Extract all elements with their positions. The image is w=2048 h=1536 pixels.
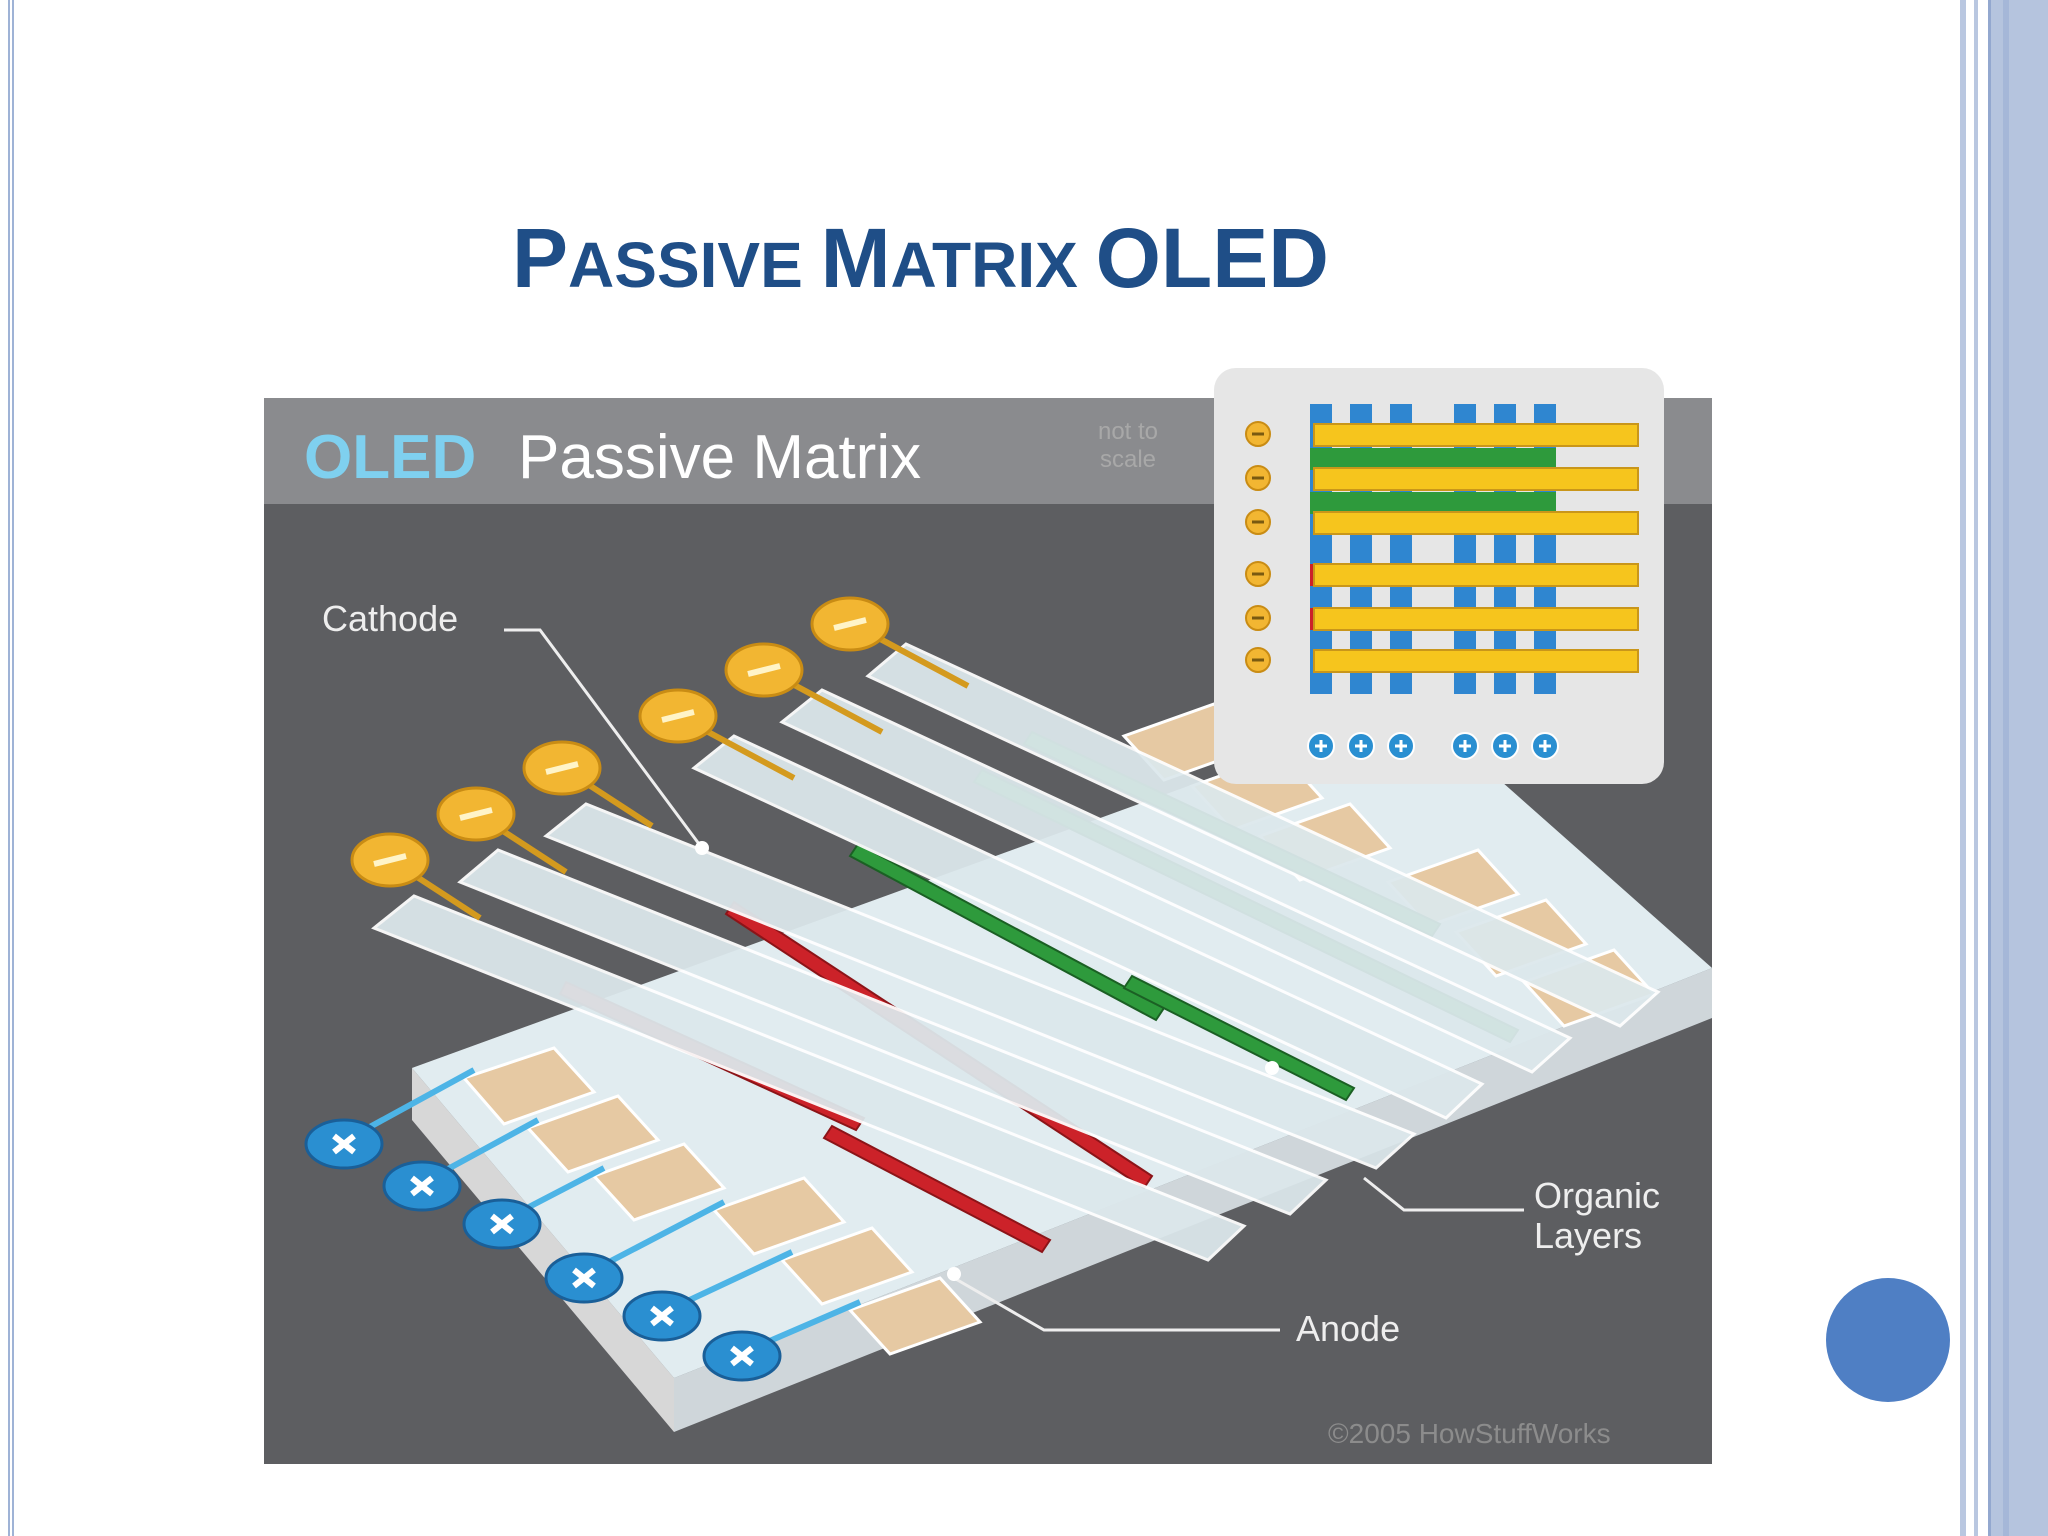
label-cathode: Cathode — [322, 598, 459, 639]
cathode-strips — [371, 642, 1661, 1262]
title-part: OLED — [1095, 211, 1329, 305]
positive-terminals — [304, 1067, 862, 1382]
negative-terminals — [350, 596, 970, 921]
oled-passive-matrix-diagram: OLED Passive Matrix not to scale Cathode… — [264, 368, 1712, 1464]
slide-border-right — [1960, 0, 2048, 1536]
diagram-header-highlight: OLED — [304, 423, 477, 492]
slide-nav-circle[interactable] — [1826, 1278, 1950, 1402]
label-organic-layers: Organic Layers — [1534, 1176, 1660, 1256]
organic-pointer-dot — [1265, 1061, 1279, 1075]
copyright-text: ©2005 HowStuffWorks — [1328, 1418, 1611, 1449]
substrate-side-left — [412, 1068, 674, 1432]
title-part: ATRIX — [890, 229, 1096, 301]
label-anode: Anode — [1296, 1308, 1401, 1349]
title-part: ASSIVE — [568, 229, 821, 301]
page-title: PASSIVE MATRIX OLED — [512, 208, 1412, 315]
cathode-pointer-dot — [695, 841, 709, 855]
diagram-header-title: Passive Matrix — [518, 423, 922, 492]
title-part: M — [820, 211, 891, 305]
label-organic-line1: Organic — [1534, 1175, 1661, 1216]
anode-pointer-dot — [947, 1267, 961, 1281]
slide-border-left — [8, 0, 14, 1536]
scale-note: not to scale — [1097, 418, 1159, 473]
inset-bars — [1313, 423, 1639, 673]
title-part: P — [512, 211, 569, 305]
label-organic-line2: Layers — [1534, 1215, 1643, 1256]
diagram-graphic — [264, 368, 1712, 1464]
leader-lines — [504, 628, 1524, 1332]
